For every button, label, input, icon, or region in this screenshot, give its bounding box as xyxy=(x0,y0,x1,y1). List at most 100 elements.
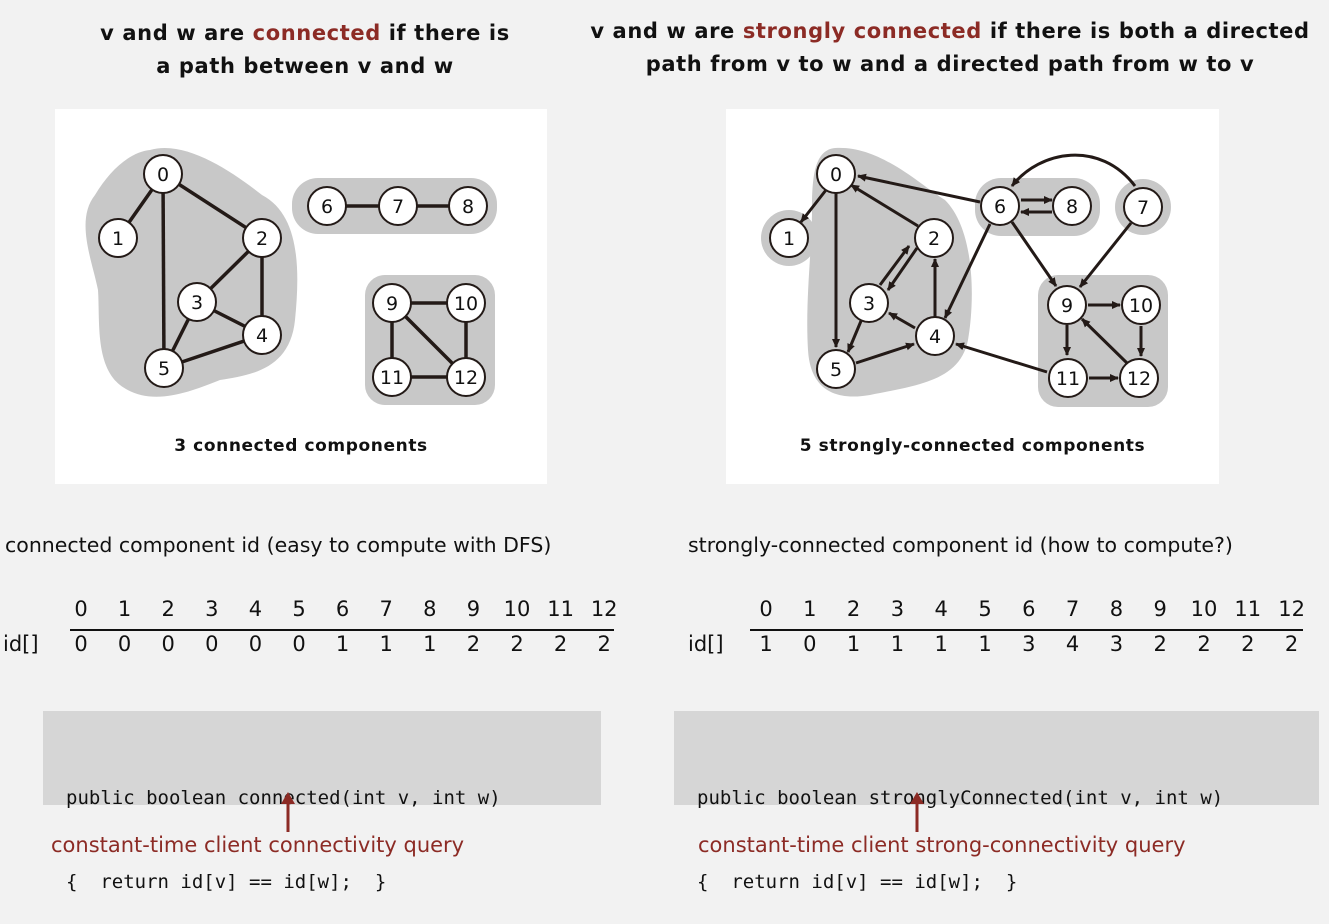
digraph-node-11: 11 xyxy=(1048,358,1088,398)
left-id-cell-0: 0 xyxy=(74,632,88,656)
left-id-cell-10: 2 xyxy=(510,632,524,656)
node-7: 7 xyxy=(378,186,418,226)
connected-term: connected xyxy=(252,21,381,45)
left-description: connected component id (easy to compute … xyxy=(5,533,552,557)
left-index-cell-2: 2 xyxy=(161,597,175,621)
digraph-node-1: 1 xyxy=(769,218,809,258)
right-caption: 5 strongly-connected components xyxy=(799,436,1146,456)
undirected-graph-panel: 0 1 2 3 4 5 6 7 8 9 10 11 12 3 connected… xyxy=(55,109,547,484)
svg-text:0: 0 xyxy=(157,164,169,186)
digraph-node-2: 2 xyxy=(914,218,954,258)
svg-text:0: 0 xyxy=(830,164,842,186)
svg-text:12: 12 xyxy=(454,367,478,389)
digraph-node-12: 12 xyxy=(1119,358,1159,398)
left-index-cell-8: 8 xyxy=(423,597,437,621)
left-heading-line2: a path between v and w xyxy=(156,54,454,78)
node-2: 2 xyxy=(242,218,282,258)
svg-text:6: 6 xyxy=(994,196,1006,218)
right-heading-line1: v and w are strongly connected if there … xyxy=(590,19,1310,43)
left-id-cell-6: 1 xyxy=(335,632,350,656)
right-id-cell-2: 1 xyxy=(846,632,861,656)
svg-text:5: 5 xyxy=(158,358,170,380)
left-id-cell-7: 1 xyxy=(379,632,393,656)
left-note: constant-time client connectivity query xyxy=(51,833,465,857)
svg-text:1: 1 xyxy=(112,228,124,250)
digraph-node-10: 10 xyxy=(1121,285,1161,325)
undirected-graph: 0 1 2 3 4 5 6 7 8 9 10 11 12 xyxy=(85,148,497,405)
svg-text:7: 7 xyxy=(1137,197,1149,219)
right-note: constant-time client strong-connectivity… xyxy=(698,833,1186,857)
digraph-node-6: 6 xyxy=(980,186,1020,226)
directed-graph: 0 1 2 3 4 5 6 7 8 9 10 11 12 xyxy=(761,147,1171,407)
svg-text:10: 10 xyxy=(454,293,478,315)
right-index-cell-9: 9 xyxy=(1153,597,1167,621)
digraph-node-0: 0 xyxy=(816,154,856,194)
right-id-cell-9: 2 xyxy=(1153,632,1167,656)
right-id-cell-7: 4 xyxy=(1065,632,1080,656)
node-5: 5 xyxy=(144,348,184,388)
right-id-cell-6: 3 xyxy=(1022,632,1036,656)
right-id-cell-10: 2 xyxy=(1197,632,1211,656)
right-index-cell-4: 4 xyxy=(934,597,948,621)
svg-text:2: 2 xyxy=(928,228,940,250)
right-id-cell-12: 2 xyxy=(1284,632,1299,656)
svg-text:12: 12 xyxy=(1127,368,1151,390)
svg-text:7: 7 xyxy=(392,196,404,218)
right-index-cell-10: 10 xyxy=(1190,597,1218,621)
svg-text:1: 1 xyxy=(783,228,795,250)
left-heading: v and w are connected if there is a path… xyxy=(60,17,550,83)
right-index-cell-6: 6 xyxy=(1022,597,1036,621)
left-index-cell-5: 5 xyxy=(292,597,306,621)
svg-text:9: 9 xyxy=(386,293,398,315)
svg-text:11: 11 xyxy=(380,367,404,389)
node-11: 11 xyxy=(372,357,412,397)
right-index-cell-7: 7 xyxy=(1065,597,1080,621)
left-id-cell-3: 0 xyxy=(205,632,219,656)
left-code-line-1: public boolean connected(int v, int w) xyxy=(66,787,501,809)
left-id-cell-11: 2 xyxy=(553,632,568,656)
svg-text:6: 6 xyxy=(321,196,333,218)
right-code-box: public boolean stronglyConnected(int v, … xyxy=(674,711,1319,893)
left-heading-line1: v and w are connected if there is xyxy=(100,21,510,45)
right-heading-line2: path from v to w and a directed path fro… xyxy=(645,52,1255,76)
svg-text:8: 8 xyxy=(1066,196,1078,218)
right-index-cell-3: 3 xyxy=(890,597,905,621)
right-description: strongly-connected component id (how to … xyxy=(688,533,1233,557)
right-id-cell-3: 1 xyxy=(890,632,905,656)
left-id-cell-12: 2 xyxy=(597,632,611,656)
right-id-cell-4: 1 xyxy=(934,632,948,656)
right-index-cell-2: 2 xyxy=(846,597,861,621)
right-id-cell-5: 1 xyxy=(978,632,992,656)
left-index-cell-6: 6 xyxy=(335,597,350,621)
left-id-cell-1: 0 xyxy=(117,632,132,656)
right-index-cell-12: 12 xyxy=(1278,597,1305,621)
node-8: 8 xyxy=(448,186,488,226)
left-index-cell-11: 11 xyxy=(547,597,574,621)
left-caption: 3 connected components xyxy=(174,436,428,456)
node-9: 9 xyxy=(372,283,412,323)
right-code-line-1: public boolean stronglyConnected(int v, … xyxy=(697,787,1224,809)
right-index-cell-8: 8 xyxy=(1109,597,1124,621)
right-id-cell-0: 1 xyxy=(759,632,773,656)
left-index-cell-7: 7 xyxy=(379,597,393,621)
svg-text:4: 4 xyxy=(256,325,268,347)
left-index-cell-10: 10 xyxy=(503,597,531,621)
right-index-cell-11: 11 xyxy=(1234,597,1262,621)
node-10: 10 xyxy=(446,283,486,323)
node-6: 6 xyxy=(307,186,347,226)
digraph-node-4: 4 xyxy=(915,316,955,356)
left-index-cell-0: 0 xyxy=(74,597,88,621)
directed-graph-panel: 0 1 2 3 4 5 6 7 8 9 10 11 12 5 strongly-… xyxy=(726,109,1219,484)
svg-text:8: 8 xyxy=(462,196,474,218)
node-1: 1 xyxy=(98,218,138,258)
node-0: 0 xyxy=(143,154,183,194)
left-id-cell-9: 2 xyxy=(466,632,481,656)
right-code-line-2: { return id[v] == id[w]; } xyxy=(697,871,1018,893)
svg-text:11: 11 xyxy=(1056,368,1080,390)
svg-text:10: 10 xyxy=(1129,295,1153,317)
right-id-cell-11: 2 xyxy=(1241,632,1255,656)
svg-text:9: 9 xyxy=(1061,295,1073,317)
left-index-cell-9: 9 xyxy=(466,597,481,621)
